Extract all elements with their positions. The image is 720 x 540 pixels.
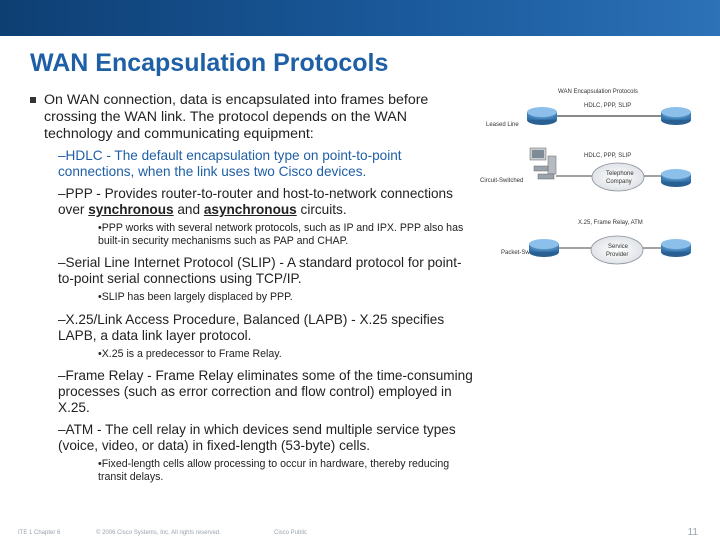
x25-item: –X.25/Link Access Procedure, Balanced (L… xyxy=(58,311,445,343)
packet-proto-label: X.25, Frame Relay, ATM xyxy=(578,220,643,226)
footer-classification: Cisco Public xyxy=(274,530,308,536)
intro-text: On WAN connection, data is encapsulated … xyxy=(44,92,429,142)
footer-copyright: © 2006 Cisco Systems, Inc. All rights re… xyxy=(96,530,221,536)
leased-proto-label: HDLC, PPP, SLIP xyxy=(584,103,631,109)
router-icon xyxy=(661,107,691,125)
leased-line-label: Leased Line xyxy=(486,122,519,128)
hdlc-item: –HDLC - The default encapsulation type o… xyxy=(30,148,475,180)
packet-switched-label: Packet-Switched xyxy=(501,250,546,256)
page-number: 11 xyxy=(687,527,698,538)
atm-sub-item: •Fixed-length cells allow processing to … xyxy=(98,458,450,483)
x25-sub-item: •X.25 is a predecessor to Frame Relay. xyxy=(98,347,282,360)
ppp-sub-item: •PPP works with several network protocol… xyxy=(98,222,464,247)
service-provider-cloud-icon: Service Provider xyxy=(590,235,644,265)
workstation-icon xyxy=(529,147,557,175)
router-icon xyxy=(529,239,559,257)
router-icon xyxy=(661,169,691,187)
circuit-switched-label: Circuit-Switched xyxy=(480,178,523,184)
ppp-and: and xyxy=(173,202,204,217)
circuit-proto-label: HDLC, PPP, SLIP xyxy=(584,153,631,159)
telephone-label-2: Company xyxy=(606,179,632,185)
service-label-2: Provider xyxy=(606,252,628,258)
frame-relay-item: –Frame Relay - Frame Relay eliminates so… xyxy=(58,368,473,415)
hdlc-text: –HDLC - The default encapsulation type o… xyxy=(58,148,402,179)
wan-diagram: WAN Encapsulation Protocols HDLC, PPP, S… xyxy=(480,89,691,265)
slip-item: –Serial Line Internet Protocol (SLIP) - … xyxy=(58,255,462,286)
atm-item: –ATM - The cell relay in which devices s… xyxy=(58,422,456,453)
ppp-asynchronous-link[interactable]: asynchronous xyxy=(203,202,297,217)
ppp-text-b: circuits. xyxy=(296,202,347,217)
ppp-text-a: –PPP - Provides router-to-router and hos… xyxy=(58,186,453,217)
router-icon xyxy=(527,107,557,125)
intro-bullet: On WAN connection, data is encapsulated … xyxy=(30,92,475,143)
slip-sub-item: •SLIP has been largely displaced by PPP. xyxy=(98,291,293,303)
diagram-title: WAN Encapsulation Protocols xyxy=(558,89,638,95)
router-icon xyxy=(661,239,691,257)
telephone-company-cloud-icon: Telephone Company xyxy=(591,162,645,192)
slide-title: WAN Encapsulation Protocols xyxy=(30,49,389,77)
service-label-1: Service xyxy=(608,244,629,250)
footer-chapter: ITE 1 Chapter 6 xyxy=(18,530,61,536)
bullet-square-icon xyxy=(30,97,36,103)
modem-icon xyxy=(533,165,555,180)
ppp-item: –PPP - Provides router-to-router and hos… xyxy=(30,186,475,218)
telephone-label-1: Telephone xyxy=(606,171,634,177)
header-bar xyxy=(0,0,720,36)
ppp-synchronous-link[interactable]: synchronous xyxy=(88,202,174,217)
slide-body: On WAN connection, data is encapsulated … xyxy=(30,92,475,488)
